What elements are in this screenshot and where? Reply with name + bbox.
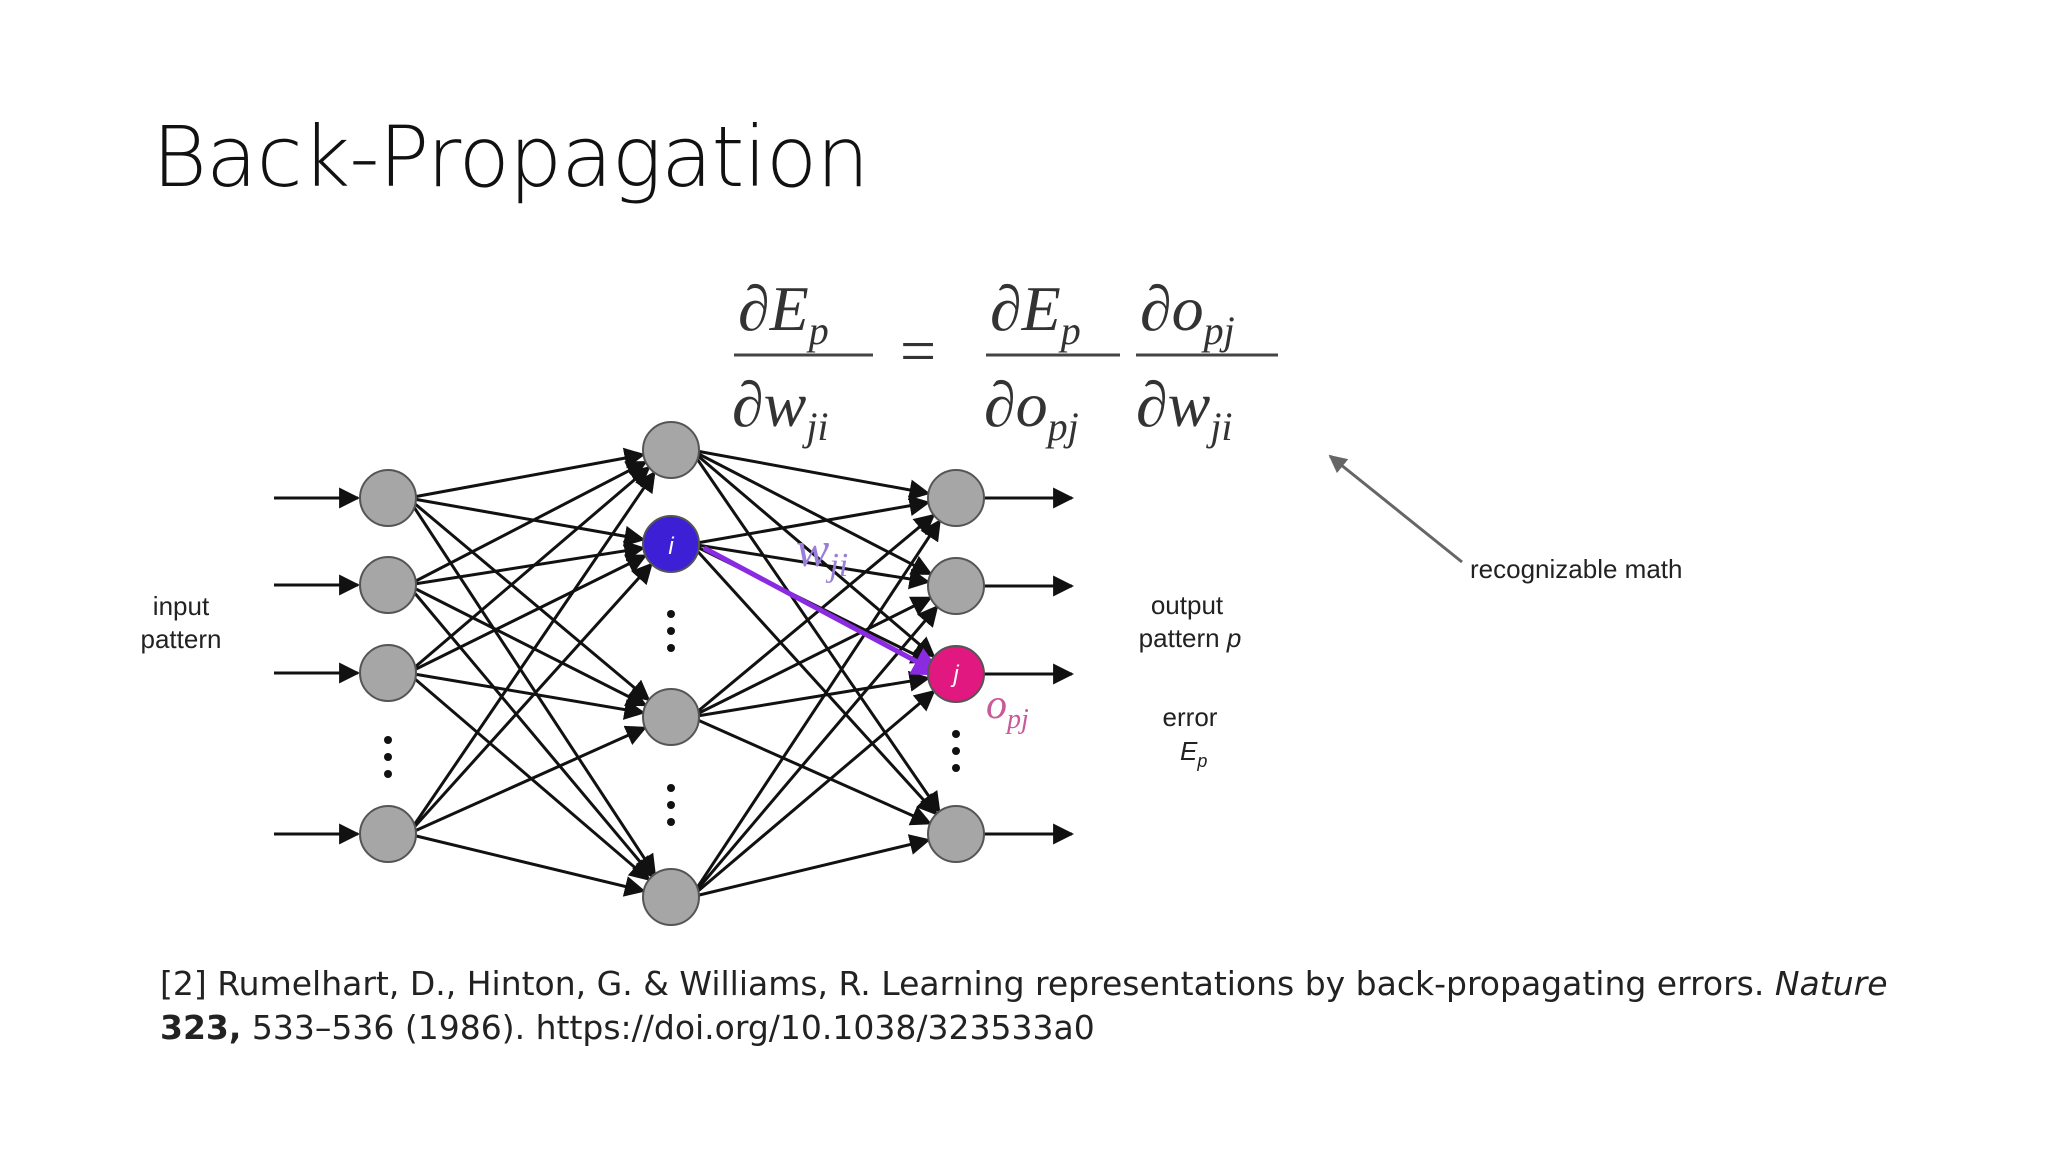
error-var-label: Ep <box>1180 736 1207 771</box>
hidden-ellipsis-dot <box>667 610 675 618</box>
input-node <box>359 644 417 702</box>
output-ellipsis-dot <box>952 730 960 738</box>
input-ellipsis-dot <box>384 736 392 744</box>
edge-hidden-output <box>689 542 938 816</box>
output-ellipsis-dot <box>952 747 960 755</box>
highlight-edge-ij <box>702 545 943 677</box>
node-j-label: j <box>950 661 959 688</box>
output-node <box>927 469 985 527</box>
edge-input-hidden <box>407 447 646 500</box>
edge-input-hidden <box>406 584 654 878</box>
input-ellipsis-dot <box>384 770 392 778</box>
annotation-arrow <box>1328 454 1463 564</box>
edge-input-hidden <box>407 460 648 587</box>
hidden-ellipsis-dot <box>667 627 675 635</box>
output-ellipsis-dot <box>952 764 960 772</box>
edge-input-hidden <box>407 554 648 675</box>
edge-hidden-output <box>690 448 933 576</box>
output-node <box>927 557 985 615</box>
edge-hidden-output <box>690 448 936 659</box>
edge-hidden-output <box>690 689 936 899</box>
backprop-equation: ∂Ep ∂wji = ∂Ep ∂opj ∂opj ∂wji <box>732 273 1278 449</box>
output-value-label: opj <box>986 682 1029 735</box>
citation-prefix: [2] Rumelhart, D., Hinton, G. & Williams… <box>160 964 1775 1003</box>
ellipsis-dots <box>384 610 960 826</box>
citation-journal: Nature <box>1774 964 1888 1003</box>
edge-hidden-output <box>690 834 931 899</box>
hidden-ellipsis-dot <box>667 818 675 826</box>
edge-input-hidden <box>407 725 648 836</box>
edge-input-hidden <box>406 470 656 835</box>
edge-hidden-output <box>690 542 931 590</box>
output-node-j <box>927 645 985 703</box>
output-arrows <box>984 487 1075 845</box>
output-label-line2: pattern p <box>1139 623 1242 653</box>
edge-hidden-output <box>690 495 931 546</box>
citation: [2] Rumelhart, D., Hinton, G. & Williams… <box>160 962 1920 1050</box>
hidden-ellipsis-dot <box>667 784 675 792</box>
input-arrows <box>274 487 361 845</box>
input-label-line2: pattern <box>141 624 222 654</box>
lhs-denominator: ∂wji <box>732 369 829 449</box>
output-node <box>927 805 985 863</box>
hidden-ellipsis-dot <box>667 644 675 652</box>
edge-hidden-output <box>690 448 931 501</box>
error-label: error <box>1163 702 1218 732</box>
output-label-line1: output <box>1151 590 1224 620</box>
citation-volume: 323, <box>160 1008 242 1047</box>
hidden-ellipsis-dot <box>667 801 675 809</box>
edge-input-hidden <box>407 496 646 547</box>
node-i-label: i <box>668 533 674 560</box>
edge-input-hidden <box>407 671 646 720</box>
hidden-node-i <box>642 515 700 573</box>
input-label-line1: input <box>153 591 210 621</box>
network-edges <box>406 447 941 899</box>
edge-input-hidden <box>406 562 653 836</box>
input-node <box>359 556 417 614</box>
edge-input-hidden <box>407 583 648 707</box>
input-ellipsis-dot <box>384 753 392 761</box>
edge-hidden-output <box>690 596 933 719</box>
input-node <box>359 805 417 863</box>
hidden-node <box>642 868 700 926</box>
rhs1-numerator: ∂Ep <box>990 273 1081 353</box>
edge-input-hidden <box>407 832 646 897</box>
weight-label: wji <box>796 521 848 584</box>
equals-sign: = <box>900 315 936 386</box>
edge-hidden-output <box>690 715 933 826</box>
edge-hidden-output <box>689 449 941 814</box>
edge-hidden-output <box>690 670 931 719</box>
annotation-label: recognizable math <box>1470 554 1682 584</box>
edge-input-hidden <box>406 497 657 876</box>
edge-input-hidden <box>407 671 651 881</box>
edge-hidden-output <box>689 605 939 898</box>
edge-input-hidden <box>407 540 646 587</box>
hidden-node <box>642 688 700 746</box>
network-nodes <box>359 421 985 926</box>
edge-input-hidden <box>407 496 651 702</box>
neural-network: i j wji opj input pattern output pattern… <box>141 421 1242 926</box>
lhs-numerator: ∂Ep <box>738 273 829 353</box>
rhs2-denominator: ∂wji <box>1136 369 1233 449</box>
slide-title: Back-Propagation <box>152 108 869 206</box>
rhs1-denominator: ∂opj <box>984 369 1079 449</box>
input-node <box>359 469 417 527</box>
hidden-node <box>642 421 700 479</box>
edge-hidden-output <box>689 519 941 898</box>
edge-input-hidden <box>407 465 651 675</box>
edge-hidden-output <box>690 513 936 719</box>
citation-suffix: 533–536 (1986). https://doi.org/10.1038/… <box>241 1008 1095 1047</box>
rhs2-numerator: ∂opj <box>1140 273 1235 353</box>
